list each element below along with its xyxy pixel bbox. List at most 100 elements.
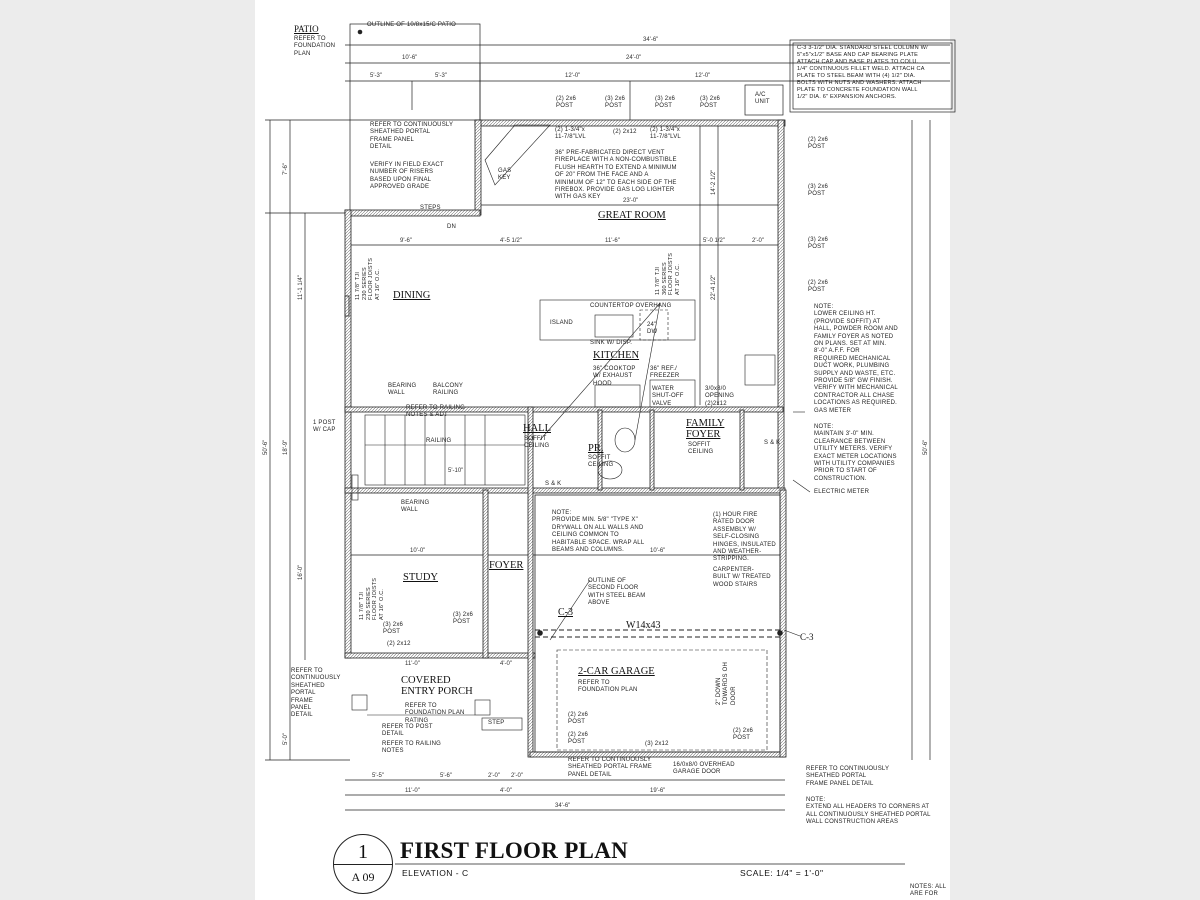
dimension: 10'-0" — [410, 548, 426, 554]
family-soffit-label: SOFFIT CEILING — [688, 442, 714, 456]
post-label: (2) 2x6 POST — [808, 137, 829, 151]
note-portal-garage: REFER TO CONTINUOUSLY SHEATHED PORTAL FR… — [568, 757, 652, 778]
note-drywall: NOTE: PROVIDE MIN. 5/8" "TYPE X" DRYWALL… — [552, 510, 645, 554]
note-lower-ceiling: NOTE: LOWER CEILING HT. (PROVIDE SOFFIT)… — [814, 304, 898, 407]
dimension: 4'-5 1/2" — [500, 238, 522, 244]
drawing-title: FIRST FLOOR PLAN — [400, 838, 629, 863]
dimension: 22'-4 1/2" — [711, 274, 717, 300]
joist-label: 11 7/8" TJI 360 SERIES FLOOR JOISTS AT 1… — [655, 252, 681, 295]
drawing-number: 1 — [358, 841, 368, 863]
pr-soffit-label: SOFFIT CEILING — [588, 455, 614, 469]
dimension: 5'-0" — [283, 733, 289, 745]
beam-label: W14x43 — [626, 620, 661, 631]
post-label: (2) 2x6 POST — [568, 712, 589, 726]
room-label-study: STUDY — [403, 572, 439, 583]
bearing-wall-label: BEARING WALL — [388, 383, 417, 397]
note-fire-door: (1) HOUR FIRE RATED DOOR ASSEMBLY W/ SEL… — [713, 512, 776, 563]
dimension: 18'-9" — [283, 439, 289, 455]
dimension: 34'-6" — [643, 37, 659, 43]
cooktop-label: 36" COOKTOP W/ EXHAUST HOOD — [593, 366, 636, 387]
room-label-hall: HALL — [523, 423, 551, 434]
note-portal-porch: REFER TO CONTINUOUSLY SHEATHED PORTAL FR… — [291, 668, 341, 719]
dimension: 2'-0" — [488, 773, 500, 779]
dimension: 14'-2 1/2" — [711, 169, 717, 195]
post-detail-label: REFER TO POST DETAIL — [382, 724, 433, 738]
dimension: 12'-0" — [565, 73, 581, 79]
post-label: (3) 2x6 POST — [453, 612, 474, 626]
joist-label: 11 7/8" TJI 230 SERIES FLOOR JOISTS AT 1… — [359, 577, 385, 620]
post-label: (3) 2x6 POST — [605, 96, 626, 110]
note-column: C-3 3-1/2" DIA. STANDARD STEEL COLUMN W/… — [797, 45, 928, 100]
porch-ref-label: REFER TO FOUNDATION PLAN RATING — [405, 703, 465, 724]
dn-label: DN — [447, 224, 457, 230]
dimension-lines — [265, 23, 956, 865]
post-label: (2) 2x6 POST — [568, 732, 589, 746]
post-label: (2) 2x6 POST — [733, 728, 754, 742]
dimension: 23'-0" — [623, 198, 639, 204]
header-label: (2) 2x12 — [387, 641, 411, 647]
dimension: 19'-6" — [650, 788, 666, 794]
sk-label: S & K — [545, 481, 562, 487]
gas-key-label: GAS KEY — [498, 168, 512, 182]
note-fireplace: 36" PRE-FABRICATED DIRECT VENT FIREPLACE… — [555, 150, 677, 201]
gas-meter-label: GAS METER — [814, 408, 852, 414]
joist-label: 11 7/8" TJI 230 SERIES FLOOR JOISTS AT 1… — [355, 257, 381, 300]
dimension: 4'-0" — [500, 661, 512, 667]
notes-all-label: NOTES: ALL ARE FOR — [910, 884, 947, 898]
sheet-number: A 09 — [351, 870, 375, 884]
room-label-great-room: GREAT ROOM — [598, 210, 666, 221]
column-c3-label: C-3 — [558, 607, 573, 618]
room-label-dining: DINING — [393, 290, 431, 301]
water-valve-label: WATER SHUT-OFF VALVE — [652, 386, 684, 407]
room-label-foyer: FOYER — [489, 560, 524, 571]
note-portal-garage: REFER TO CONTINUOUSLY SHEATHED PORTAL FR… — [806, 766, 890, 787]
step-label: STEP — [488, 720, 505, 726]
lvl-label: (2) 1-3/4"x 11-7/8"LVL — [650, 127, 681, 141]
post-label: (3) 2x6 POST — [808, 237, 829, 251]
note-second-floor: OUTLINE OF SECOND FLOOR WITH STEEL BEAM … — [588, 578, 646, 607]
post-label: (2) 2x6 POST — [808, 280, 829, 294]
note-patio-outline: OUTLINE OF 10/8x15/C PATIO — [367, 22, 457, 28]
post-label: (3) 2x6 POST — [808, 184, 829, 198]
elevation-label: ELEVATION - C — [402, 868, 469, 878]
header-label: (2) 2x12 — [613, 129, 637, 135]
electric-meter-label: ELECTRIC METER — [814, 489, 870, 495]
fixtures — [351, 29, 811, 751]
post-cap-label: 1 POST W/ CAP — [313, 420, 336, 434]
railing-label: RAILING — [426, 438, 452, 444]
note-headers: NOTE: EXTEND ALL HEADERS TO CORNERS AT A… — [806, 797, 931, 826]
post-label: (3) 2x6 POST — [383, 622, 404, 636]
railing-ref-label: REFER TO RAILING NOTES & ADT — [406, 405, 465, 419]
post-label: (3) 2x6 POST — [700, 96, 721, 110]
dimension: 11'-6" — [605, 238, 620, 244]
dimension: 11'-0" — [405, 788, 420, 794]
fridge-label: 36" REF./ FREEZER — [650, 366, 680, 380]
dimension: 5'-6" — [440, 773, 452, 779]
countertop-label: COUNTERTOP OVERHANG — [590, 303, 672, 309]
dimension: 9'-6" — [400, 238, 412, 244]
garage-ref-label: REFER TO FOUNDATION PLAN — [578, 680, 638, 694]
header-label: (3) 2x12 — [645, 741, 669, 747]
note-stairs: CARPENTER- BUILT W/ TREATED WOOD STAIRS — [713, 567, 771, 588]
dimension: 11'-0" — [405, 661, 420, 667]
walls — [344, 119, 787, 758]
dimension: 2'-0" — [511, 773, 523, 779]
dimension: 5'-0 1/2" — [703, 238, 725, 244]
dimension: 12'-0" — [695, 73, 711, 79]
sink-label: SINK W/ DISP. — [590, 340, 633, 346]
detail-bubble: 1 A 09 — [333, 834, 393, 894]
post-label: (2) 2x6 POST — [556, 96, 577, 110]
dishwasher-label: 24" DW — [647, 322, 658, 336]
post-label: (3) 2x6 POST — [655, 96, 676, 110]
dimension: 5'-3" — [435, 73, 447, 79]
bubble-divider — [334, 864, 392, 865]
scale-label: SCALE: 1/4" = 1'-0" — [740, 868, 824, 878]
dimension: 50'-6" — [263, 439, 269, 455]
room-label-patio: PATIO — [294, 24, 319, 34]
room-label-powder-room: PR. — [588, 443, 604, 454]
note-risers: VERIFY IN FIELD EXACT NUMBER OF RISERS B… — [370, 162, 444, 191]
dimension: 2'-0" — [752, 238, 764, 244]
dimension: 24'-0" — [626, 55, 642, 61]
sk-label: S & K — [764, 440, 781, 446]
